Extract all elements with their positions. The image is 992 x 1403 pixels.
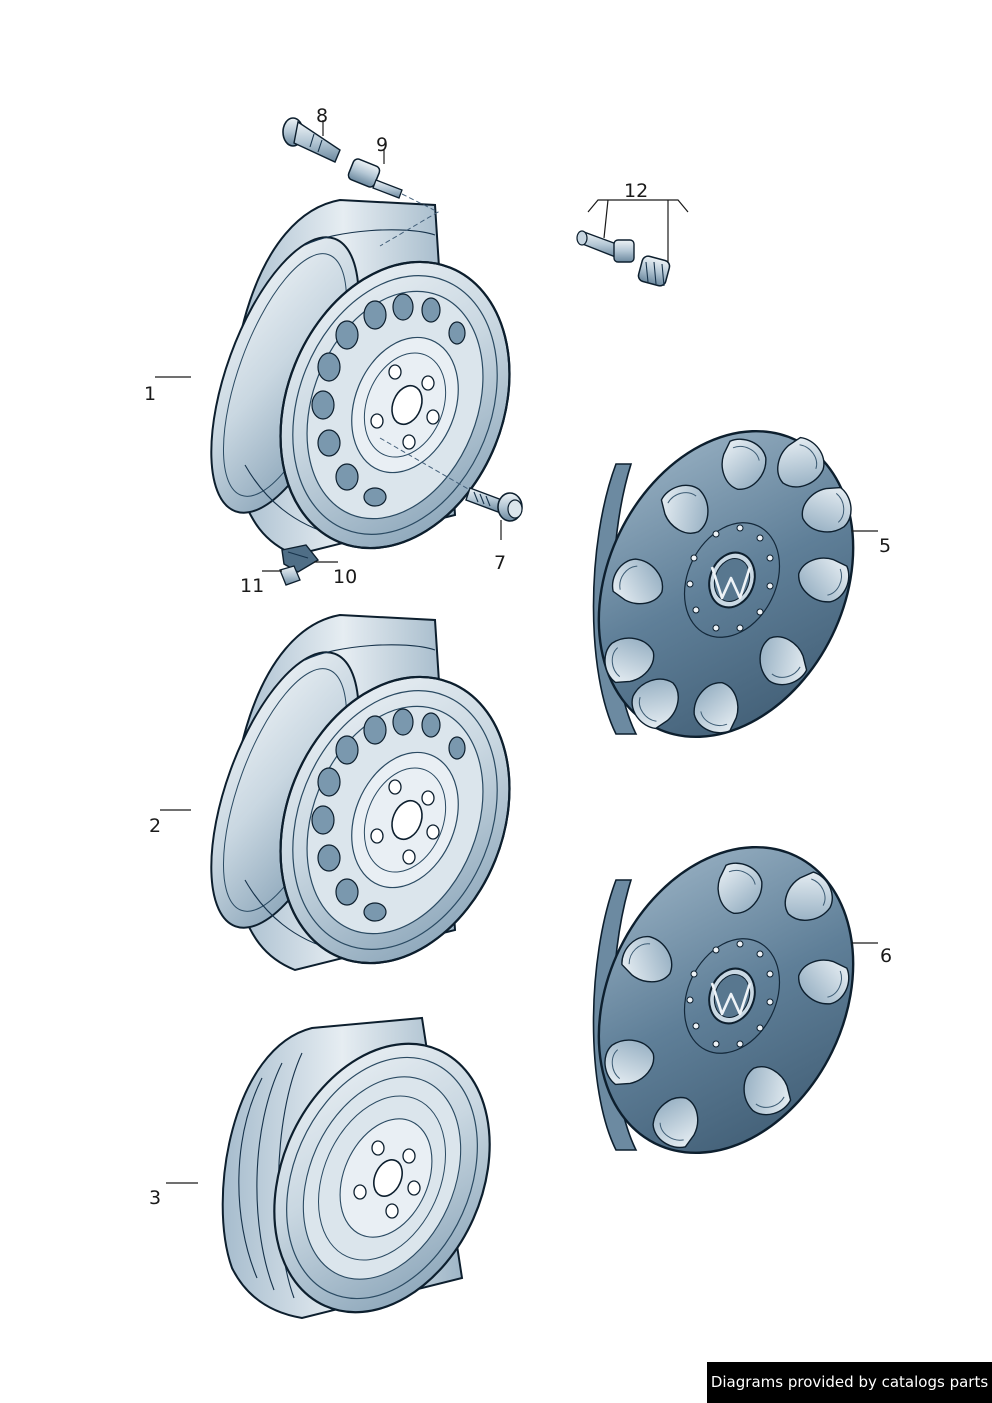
callout-10: 10 [333, 566, 357, 588]
vw-emblem-icon [710, 566, 752, 600]
locking-bolt-part-12[interactable] [576, 230, 635, 263]
callouts: 1 2 3 5 6 7 8 9 10 11 12 [144, 105, 892, 1209]
adapter-part-12[interactable] [637, 255, 671, 287]
wheel-part-1[interactable] [179, 198, 552, 584]
callout-7: 7 [494, 552, 506, 574]
hub-cap-part-6[interactable] [548, 803, 904, 1197]
sensor-part-11[interactable] [279, 565, 301, 586]
callout-12: 12 [624, 180, 648, 202]
callout-6: 6 [880, 945, 892, 967]
hub-cap-part-5[interactable] [548, 387, 904, 781]
callout-9: 9 [376, 134, 388, 156]
sensor-part-10[interactable] [281, 544, 320, 573]
valve-part-9[interactable] [347, 158, 403, 199]
callout-1: 1 [144, 383, 156, 405]
callout-3: 3 [149, 1187, 161, 1209]
credit-banner: Diagrams provided by catalogs parts [707, 1362, 992, 1403]
vw-emblem-icon [710, 982, 752, 1016]
callout-5: 5 [879, 535, 891, 557]
wheel-part-2[interactable] [179, 613, 552, 999]
leader-lines [155, 120, 878, 1184]
callout-11: 11 [240, 575, 264, 597]
callout-2: 2 [149, 815, 161, 837]
callout-8: 8 [316, 105, 328, 127]
valve-part-8[interactable] [282, 117, 341, 163]
wheel-part-3[interactable] [221, 1008, 532, 1348]
wheel-bolt-part-7[interactable] [465, 487, 523, 522]
